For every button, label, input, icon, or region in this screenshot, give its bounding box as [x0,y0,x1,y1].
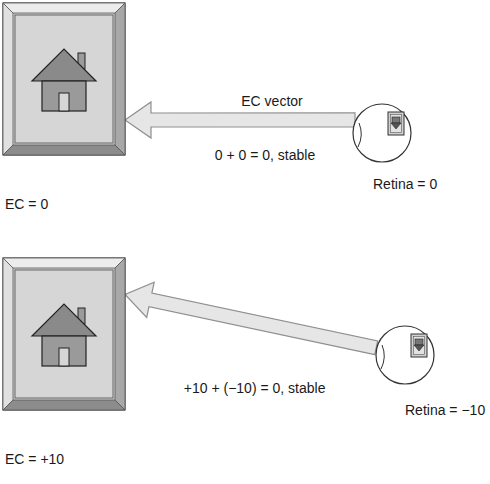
eye-position-label: EC = +10 [5,451,64,467]
frame-bevel [3,3,13,155]
retinal-image [388,112,404,135]
house-icon [32,49,96,111]
eye-outline [375,325,435,385]
retinal-image [411,334,427,357]
vector-arrow [125,282,378,354]
frame-outline [3,3,125,155]
frame-bevel [3,3,125,13]
edge-label: +10 + (−10) = 0, stable [182,380,328,396]
retina-label: Retina = 0 [373,176,437,192]
edge-label: EC vector [239,93,304,109]
picture-area [15,15,113,143]
eye-outline [352,103,412,163]
frame-bevel [3,258,125,268]
equation-note: 0 + 0 = 0, stable [213,147,317,163]
picture-frame: EC = 0 [3,3,125,155]
eye-circle: Retina = −10 [375,325,435,385]
frame-border [3,258,125,410]
picture-area [15,270,113,398]
frame-bevel [115,258,125,410]
frame-bevel [3,258,13,410]
house-icon [32,304,96,366]
frame-bevel [3,145,125,155]
frame-bevel [3,400,125,410]
picture-frame: EC = +10 [3,258,125,410]
lens-line [358,123,361,147]
frame-bevel [115,3,125,155]
eye-circle: Retina = 0 [352,103,412,163]
retina-label: Retina = −10 [405,402,485,418]
lens-line [381,345,384,369]
frame-border [3,3,125,155]
frame-outline [3,258,125,410]
eyeball [353,104,411,162]
eyeball [376,326,434,384]
eye-position-label: EC = 0 [5,196,48,212]
